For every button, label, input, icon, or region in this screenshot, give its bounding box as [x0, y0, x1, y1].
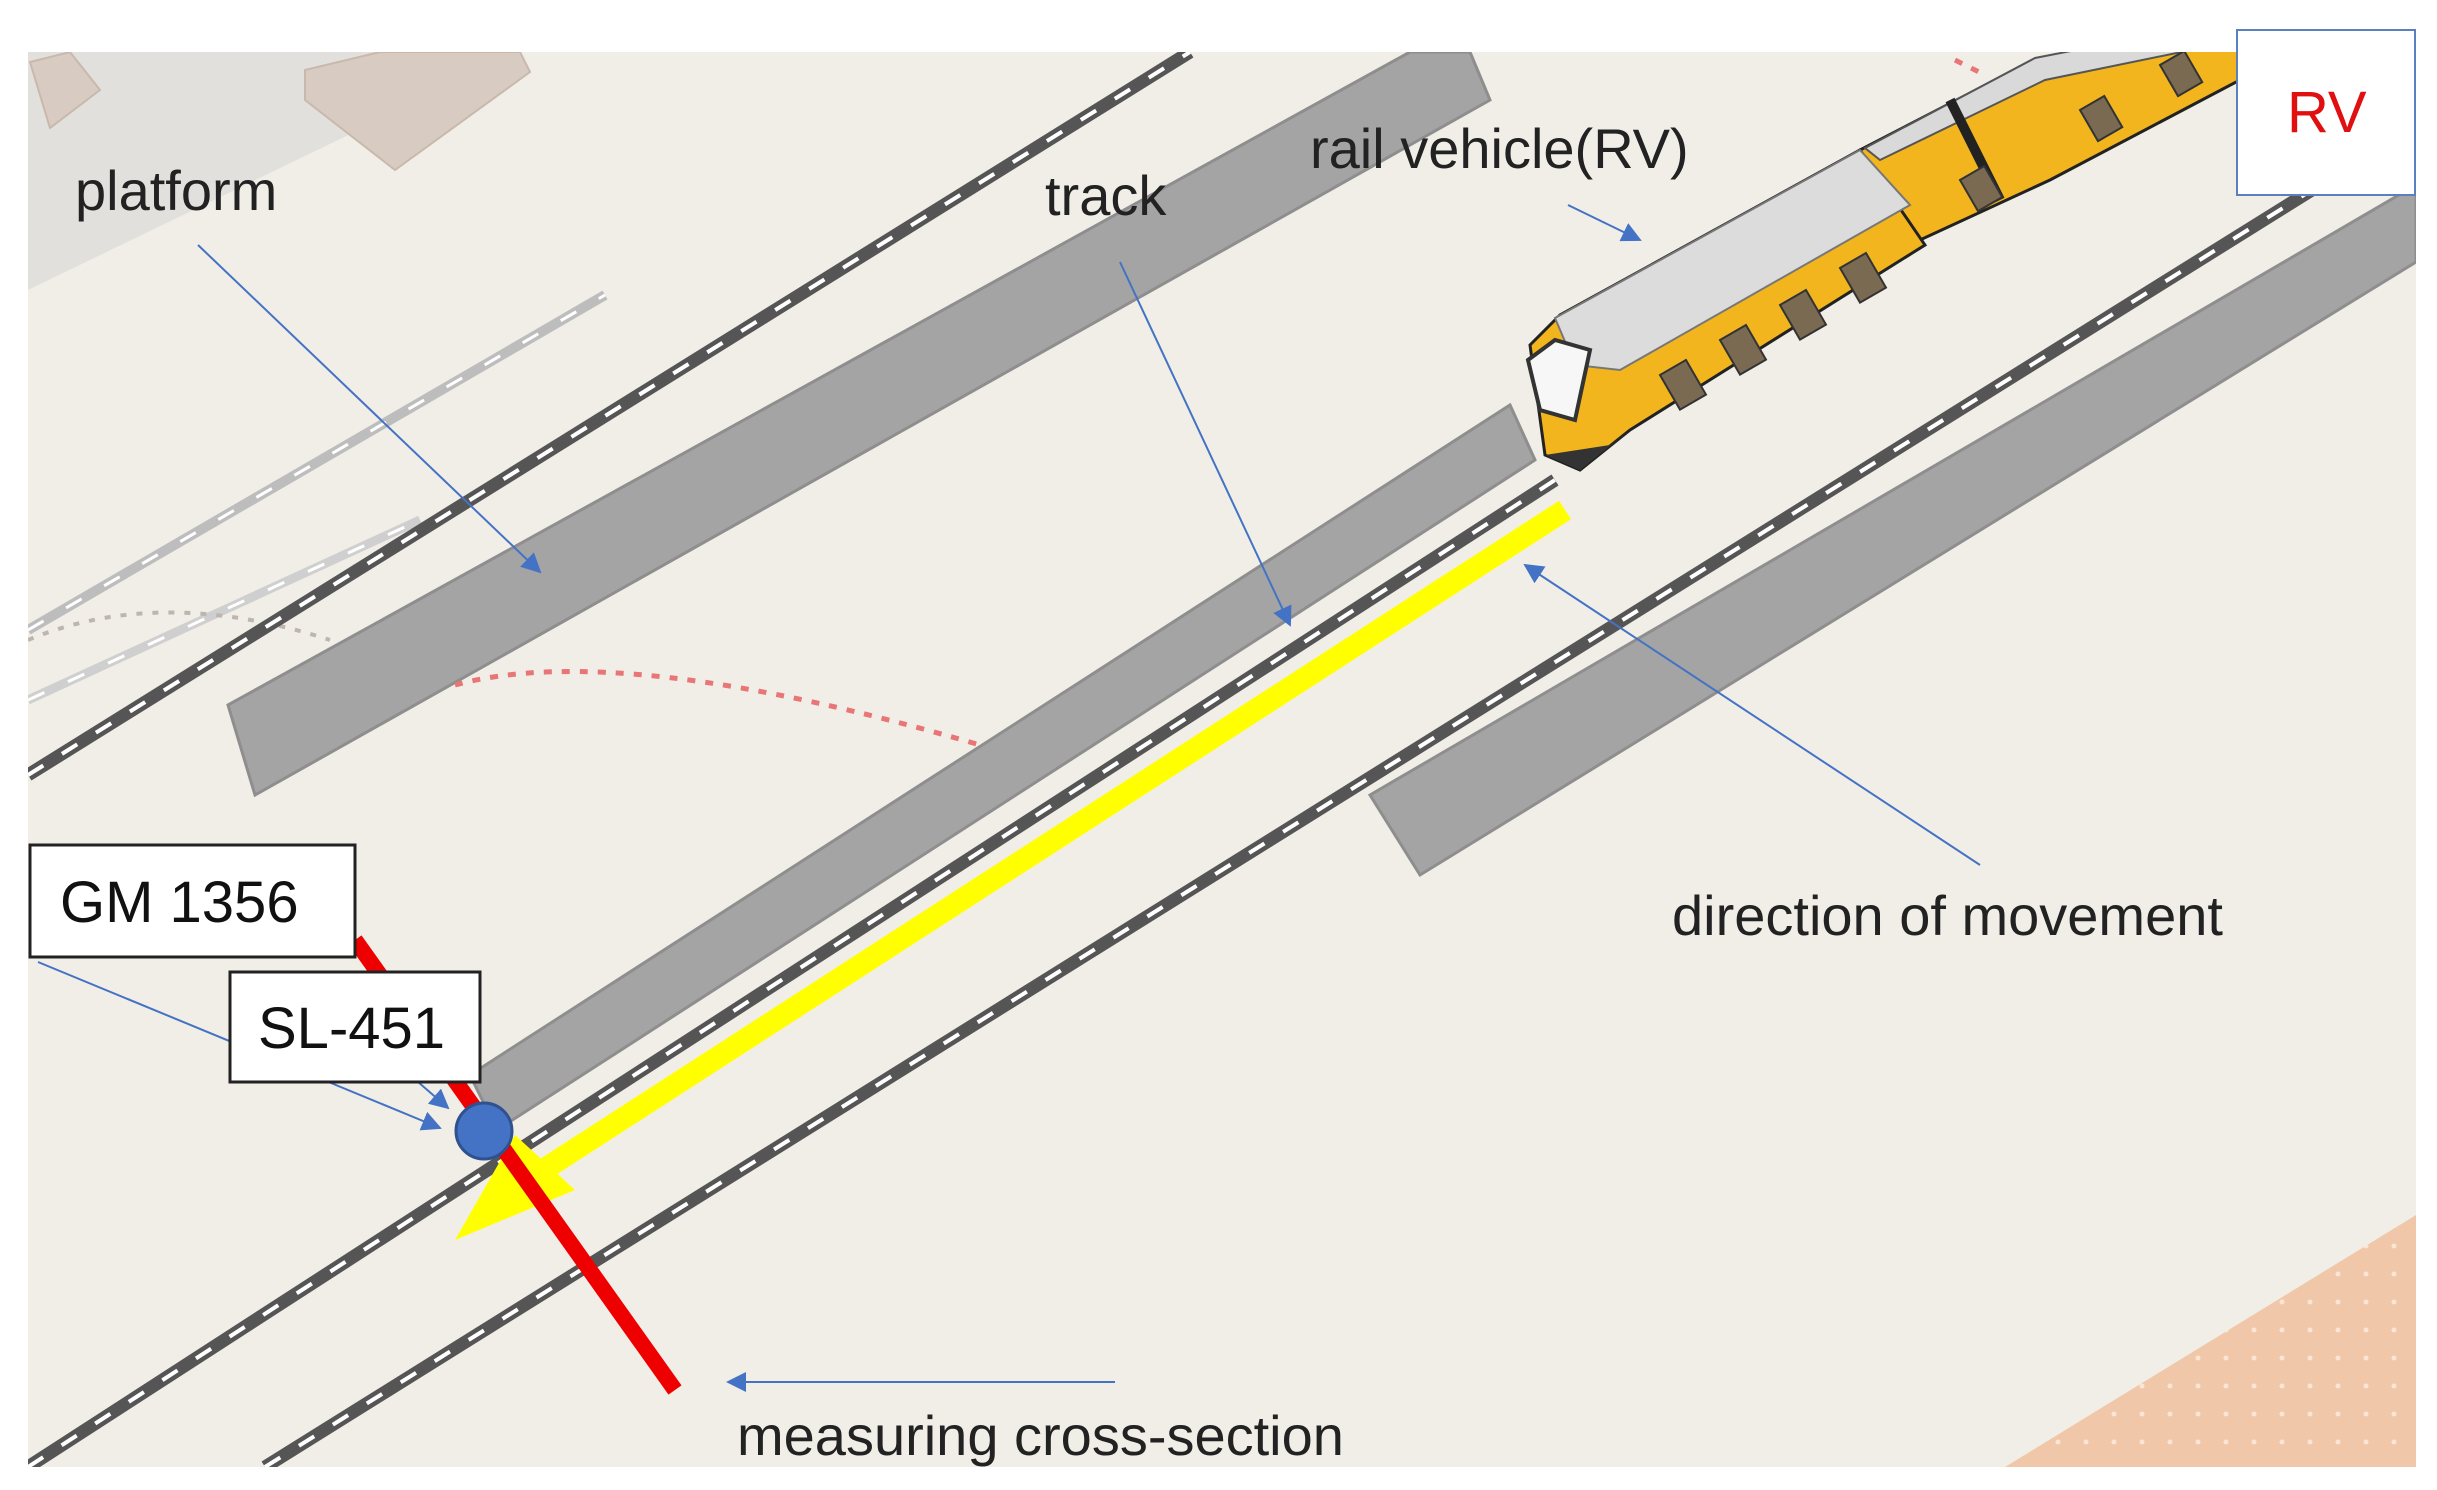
- rv-label-box: RV: [2236, 29, 2416, 196]
- label-track: track: [1045, 164, 1167, 227]
- gm-box-text: GM 1356: [60, 870, 299, 935]
- label-rail-vehicle: rail vehicle(RV): [1310, 117, 1689, 180]
- label-platform: platform: [75, 159, 277, 222]
- label-measuring-cross-section: measuring cross-section: [737, 1404, 1344, 1467]
- track-lines: [28, 52, 2416, 1467]
- dotted-curve: [454, 669, 981, 748]
- platform-left: [226, 52, 1492, 798]
- sensor-marker-icon: [454, 1101, 514, 1161]
- train-icon: [1525, 52, 2242, 472]
- sl-label-box: SL-451: [228, 970, 482, 1084]
- label-direction-of-movement: direction of movement: [1672, 884, 2223, 947]
- gm-label-box: GM 1356: [28, 843, 357, 959]
- sl-box-text: SL-451: [258, 996, 445, 1061]
- rv-box-text: RV: [2287, 80, 2367, 145]
- map-background: [28, 52, 2416, 1467]
- platform-right: [1367, 183, 2416, 878]
- direction-arrow: [455, 500, 1571, 1240]
